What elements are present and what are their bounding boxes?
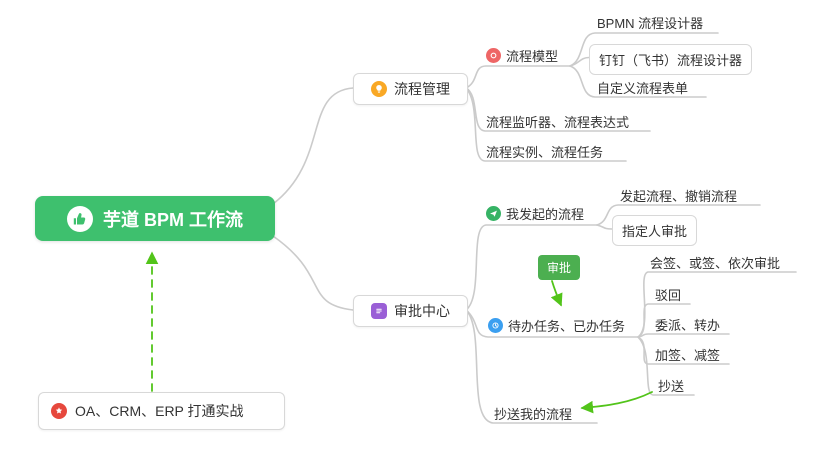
node-instance-task[interactable]: 流程实例、流程任务 <box>486 142 603 160</box>
node-label: 流程实例、流程任务 <box>486 144 604 160</box>
wire-root-approval-center <box>272 235 354 311</box>
node-delegate-transfer[interactable]: 委派、转办 <box>655 315 720 333</box>
node-label: 发起流程、撤销流程 <box>620 188 738 204</box>
node-label: 加签、减签 <box>655 347 721 363</box>
wire-ac-ccmy <box>465 309 598 424</box>
node-oa-practice[interactable]: OA、CRM、ERP 打通实战 <box>38 392 285 430</box>
gray-wires <box>272 32 797 424</box>
wire-todo-countersign <box>637 271 797 338</box>
node-label: 待办任务、已办任务 <box>508 318 626 334</box>
wire-pm-instance <box>465 87 627 162</box>
node-label: 钉钉（飞书）流程设计器 <box>599 53 743 68</box>
node-bpmn-designer[interactable]: BPMN 流程设计器 <box>597 13 703 31</box>
node-label: 自定义流程表单 <box>597 80 689 96</box>
node-label: 流程模型 <box>506 48 559 64</box>
node-addsign-subsign[interactable]: 加签、减签 <box>655 345 720 363</box>
node-label: 指定人审批 <box>622 224 688 239</box>
clock-icon <box>488 317 503 333</box>
green-arrows <box>145 251 653 414</box>
node-dingtalk-designer[interactable]: 钉钉（飞书）流程设计器 <box>589 44 753 75</box>
wire-myinit-assigned <box>596 224 613 230</box>
root-node[interactable]: 芋道 BPM 工作流 <box>35 196 275 241</box>
node-label: 抄送我的流程 <box>494 406 573 422</box>
wire-ac-myinitiated <box>465 224 598 311</box>
node-label: BPMN 流程设计器 <box>597 15 704 31</box>
wire-model-dingtalk <box>569 56 590 67</box>
wire-myinit-initiate <box>596 204 761 226</box>
thumbs-up-icon <box>66 205 93 232</box>
node-todo-done[interactable]: 待办任务、已办任务 <box>488 316 625 334</box>
wire-todo-reject <box>637 303 691 338</box>
wire-pm-listener <box>465 87 651 132</box>
wire-root-process-mgmt <box>272 87 354 205</box>
node-initiate-cancel[interactable]: 发起流程、撤销流程 <box>620 186 737 204</box>
process-model-icon <box>486 47 501 63</box>
wire-pm-model <box>465 65 571 89</box>
node-process-mgmt[interactable]: 流程管理 <box>353 73 468 105</box>
node-label: OA、CRM、ERP 打通实战 <box>75 403 244 419</box>
node-label: 流程监听器、流程表达式 <box>486 114 630 130</box>
arrow-tag-to-todo <box>550 280 563 307</box>
node-custom-form[interactable]: 自定义流程表单 <box>597 78 688 96</box>
node-label: 抄送 <box>658 378 685 394</box>
arrow-cc-to-ccmy <box>580 391 653 414</box>
node-cc[interactable]: 抄送 <box>658 376 684 394</box>
wire-todo-delegate <box>637 333 730 338</box>
approval-tag[interactable]: 审批 <box>538 255 581 280</box>
node-cc-my-process[interactable]: 抄送我的流程 <box>494 404 572 422</box>
wire-todo-cc <box>637 336 695 396</box>
node-label: 驳回 <box>655 287 682 303</box>
tag-label: 审批 <box>547 261 572 275</box>
node-listener-expression[interactable]: 流程监听器、流程表达式 <box>486 112 629 130</box>
star-icon <box>51 403 67 419</box>
node-assigned-approval[interactable]: 指定人审批 <box>612 215 698 246</box>
node-label: 会签、或签、依次审批 <box>650 255 781 271</box>
node-reject[interactable]: 驳回 <box>655 285 681 303</box>
node-my-initiated[interactable]: 我发起的流程 <box>486 204 584 222</box>
node-label: 流程管理 <box>394 81 450 97</box>
root-label: 芋道 BPM 工作流 <box>102 209 243 230</box>
node-label: 我发起的流程 <box>506 206 585 222</box>
node-label: 审批中心 <box>394 303 450 319</box>
node-approval-center[interactable]: 审批中心 <box>353 295 468 327</box>
clipboard-icon <box>371 303 387 319</box>
wire-model-bpmn <box>569 32 719 67</box>
node-process-model[interactable]: 流程模型 <box>486 46 558 64</box>
lightbulb-icon <box>371 81 387 97</box>
node-countersign[interactable]: 会签、或签、依次审批 <box>650 253 780 271</box>
wire-model-custom <box>569 65 707 98</box>
paper-plane-icon <box>486 205 501 221</box>
node-label: 委派、转办 <box>655 317 721 333</box>
